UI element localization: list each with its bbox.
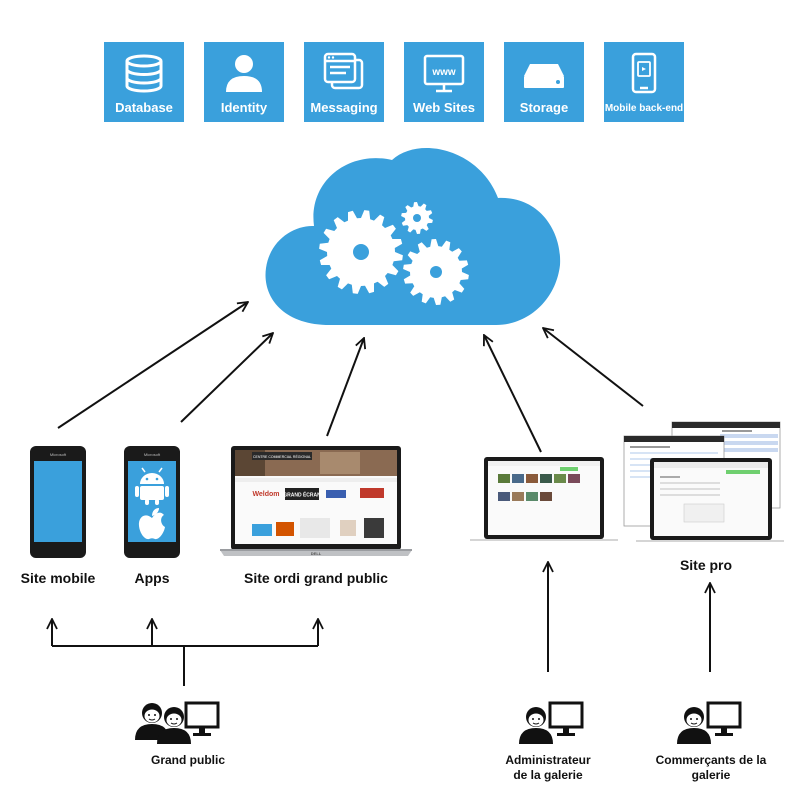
label-grand-public: Grand public	[150, 753, 225, 767]
database-icon	[125, 54, 163, 93]
android-icon	[135, 467, 169, 505]
messaging-icon	[323, 52, 364, 90]
website-logo: GRAND ÉCRAN	[283, 491, 321, 499]
service-tile-storage: Storage	[504, 42, 584, 122]
connection-arrows	[52, 302, 710, 686]
user-computer-icon	[519, 701, 584, 744]
apple-icon	[138, 508, 165, 540]
user-group-icon	[135, 701, 220, 744]
website-header: CENTRE COMMERCIAL RÉGIONAL	[253, 454, 311, 459]
mobile-phone-apps: Microsoft	[124, 446, 180, 558]
laptop-brand: DELL	[311, 551, 322, 556]
web-sites-icon: www	[423, 54, 465, 93]
www-text: www	[431, 67, 456, 78]
label-site-mobile: Site mobile	[20, 570, 96, 586]
mobile-backend-icon	[631, 52, 657, 94]
cloud-gears-icon	[265, 148, 561, 325]
service-tile-messaging: Messaging	[304, 42, 384, 122]
gear-icon	[403, 239, 469, 305]
laptop-site-pro	[623, 421, 784, 542]
label-site-pro: Site pro	[679, 557, 733, 573]
phone-brand: Microsoft	[144, 452, 161, 457]
website-logo: Weldom	[252, 491, 279, 498]
user-computer-icon	[677, 701, 742, 744]
service-tile-mobile-backend: Mobile back-end	[604, 42, 684, 122]
laptop-admin	[470, 457, 618, 541]
storage-icon	[524, 64, 564, 88]
service-label: Mobile back-end	[604, 103, 684, 114]
phone-brand: Microsoft	[50, 452, 67, 457]
service-label: Messaging	[310, 100, 378, 115]
gear-icon	[401, 202, 433, 234]
service-label: Identity	[220, 100, 268, 115]
service-label: Web Sites	[413, 100, 475, 115]
mobile-phone-site: Microsoft	[30, 446, 86, 558]
service-tile-web-sites: www Web Sites	[404, 42, 484, 122]
label-site-ordi: Site ordi grand public	[244, 570, 388, 586]
laptop-site-public: CENTRE COMMERCIAL RÉGIONAL Weldom GRAND …	[220, 446, 412, 556]
service-tile-identity: Identity	[204, 42, 284, 122]
service-label: Database	[115, 100, 173, 115]
service-label: Storage	[519, 100, 569, 115]
service-tile-database: Database	[104, 42, 184, 122]
gear-icon	[319, 210, 403, 294]
identity-icon	[226, 55, 262, 92]
label-apps: Apps	[134, 570, 170, 586]
